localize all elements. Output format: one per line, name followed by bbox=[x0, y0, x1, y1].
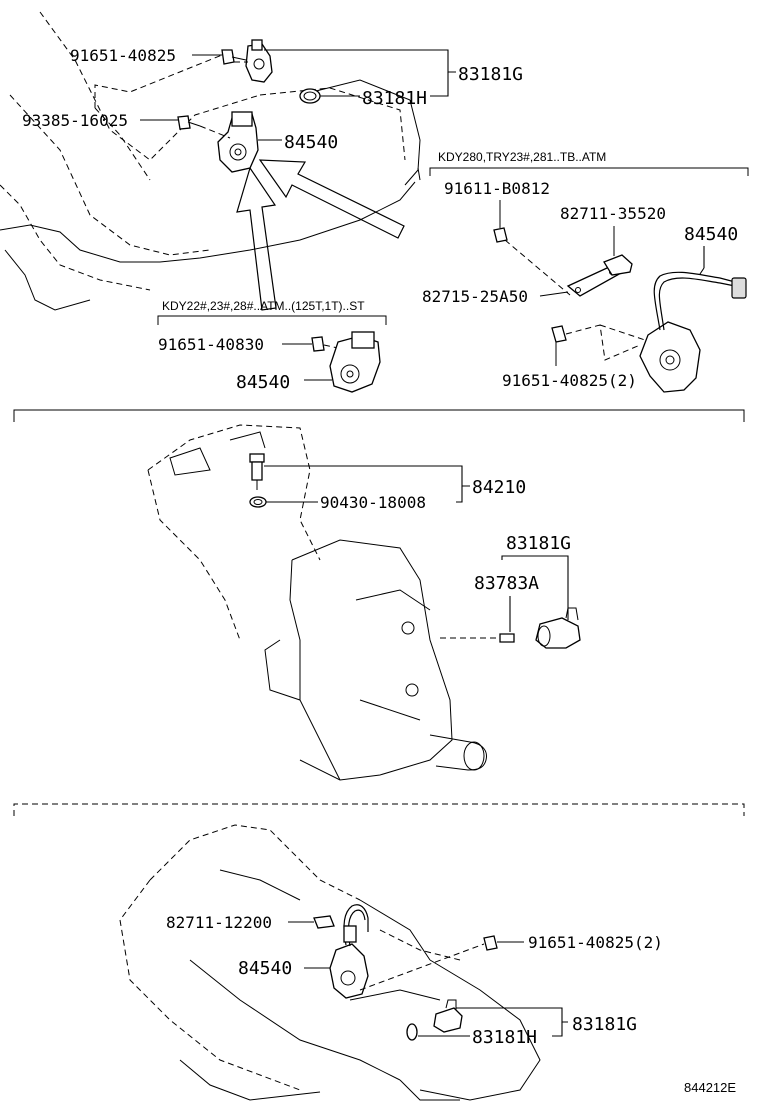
label-oring-top: 83181H bbox=[362, 88, 427, 109]
bolt-l2-icon bbox=[311, 336, 325, 352]
transmission-housing-1 bbox=[0, 11, 421, 311]
section-2-labels: 84210 90430-18008 83181G 83783A bbox=[320, 477, 571, 594]
oring-3-icon bbox=[406, 1023, 418, 1041]
label-switch-l2: 84540 bbox=[236, 372, 290, 393]
figure-reference: 844212E bbox=[684, 1080, 736, 1095]
label-switch-r: 84540 bbox=[684, 224, 738, 245]
bolt-r2-icon bbox=[551, 325, 567, 366]
condition-bracket-right bbox=[417, 167, 749, 181]
neutral-switch-lower-icon bbox=[329, 331, 381, 393]
label-gasket: 90430-18008 bbox=[320, 493, 426, 512]
gasket-icon bbox=[249, 496, 267, 508]
neutral-switch-3-icon bbox=[329, 904, 369, 999]
neutral-switch-right-icon bbox=[639, 271, 747, 393]
transmission-housing-3 bbox=[119, 824, 541, 1101]
label-clamp-r: 82711-35520 bbox=[560, 204, 666, 223]
section-2-speed-sensor: 84210 90430-18008 83181G 83783A bbox=[147, 424, 581, 781]
section-3-labels: 82711-12200 84540 91651-40825(2) 83181G … bbox=[166, 913, 663, 1048]
label-bolt-r1: 91611-B0812 bbox=[444, 179, 550, 198]
label-bolt-left: 93385-16025 bbox=[22, 111, 128, 130]
oring-top-icon bbox=[299, 88, 321, 104]
label-bolt-l2: 91651-40830 bbox=[158, 335, 264, 354]
label-bracket-r: 82715-25A50 bbox=[422, 287, 528, 306]
label-switch-main: 84540 bbox=[284, 132, 338, 153]
label-bolt-3: 91651-40825(2) bbox=[528, 933, 663, 952]
vehicle-speed-sensor-icon bbox=[249, 453, 265, 490]
label-bolt-r2: 91651-40825(2) bbox=[502, 371, 637, 390]
label-switch-3: 84540 bbox=[238, 958, 292, 979]
label-bolt-top: 91651-40825 bbox=[70, 46, 176, 65]
section-1-neutral-switch: 91651-40825 93385-16025 83181G 83181H 84… bbox=[0, 11, 749, 393]
label-sensor-main: 84210 bbox=[472, 477, 526, 498]
leaders-section-3 bbox=[288, 921, 568, 1037]
transmission-housing-2 bbox=[147, 424, 487, 781]
clamp-r-icon bbox=[603, 226, 633, 276]
speed-sensor-2-icon bbox=[535, 607, 581, 649]
lower-left-subassembly bbox=[282, 331, 381, 393]
section-divider-2 bbox=[13, 803, 745, 816]
label-pin: 83783A bbox=[474, 573, 539, 594]
speed-sensor-top-icon bbox=[245, 39, 273, 83]
clamp-3-icon bbox=[313, 915, 335, 929]
neutral-switch-main-icon bbox=[217, 111, 259, 173]
pointer-arrows bbox=[236, 159, 405, 311]
pin-icon bbox=[499, 633, 515, 643]
label-sensor-3: 83181G bbox=[572, 1014, 637, 1035]
label-clamp-3: 82711-12200 bbox=[166, 913, 272, 932]
section-3-neutral-switch: 82711-12200 84540 91651-40825(2) 83181G … bbox=[119, 824, 663, 1101]
section-1-labels: 91651-40825 93385-16025 83181G 83181H 84… bbox=[22, 46, 738, 393]
section-divider-1 bbox=[13, 409, 745, 422]
label-cond-right: KDY280,TRY23#,281..TB..ATM bbox=[438, 150, 606, 164]
bolt-left-icon bbox=[177, 115, 201, 130]
leaders-section-1 bbox=[94, 49, 456, 181]
label-sensor-top: 83181G bbox=[458, 64, 523, 85]
label-oring-3: 83181H bbox=[472, 1027, 537, 1048]
condition-bracket-lower bbox=[157, 315, 387, 325]
bolt-3-icon bbox=[483, 935, 498, 951]
sensor-3-icon bbox=[433, 999, 463, 1033]
right-subassembly bbox=[493, 200, 747, 393]
leaders-section-2 bbox=[264, 465, 569, 632]
label-cond-lower: KDY22#,23#,28#..ATM..(125T,1T)..ST bbox=[162, 299, 365, 313]
label-speed-sensor: 83181G bbox=[506, 533, 571, 554]
bolt-r1-icon bbox=[493, 200, 508, 243]
